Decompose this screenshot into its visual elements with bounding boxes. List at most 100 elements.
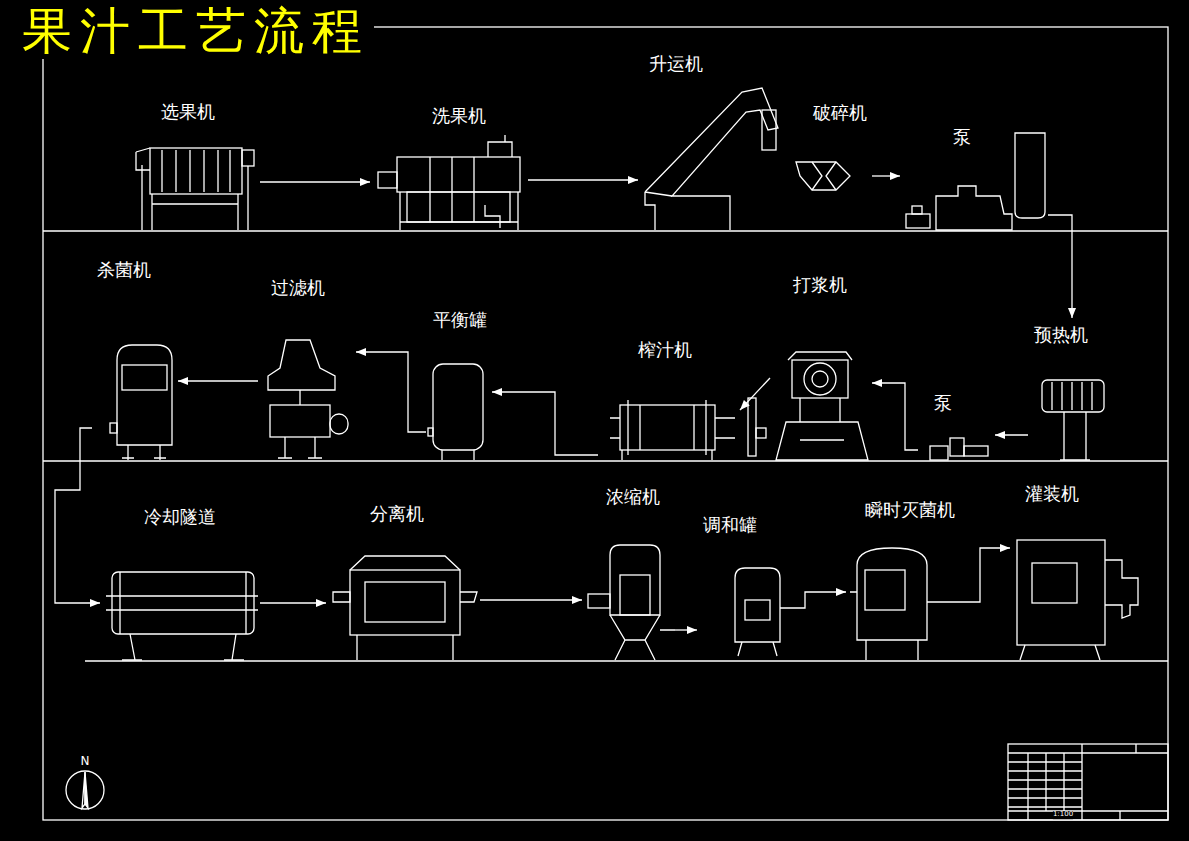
blending-tank-drawing-part <box>745 600 770 620</box>
filler-drawing-part <box>1105 560 1138 618</box>
equipment-node: 分离机 <box>326 500 480 662</box>
cooling-tunnel-drawing-part <box>112 572 254 634</box>
sheet-frame-part <box>43 27 1168 820</box>
equipment-label: 冷却隧道 <box>142 506 218 528</box>
equipment-label: 泵 <box>932 392 954 414</box>
filter-drawing-part <box>268 340 335 390</box>
diagram-title: 果汁工艺流程 <box>18 4 374 59</box>
pulper-drawing <box>776 352 868 460</box>
equipment-label: 升运机 <box>647 53 705 75</box>
equipment-label: 选果机 <box>159 101 217 123</box>
concentrator-drawing <box>588 545 675 660</box>
equipment-label: 杀菌机 <box>95 259 153 281</box>
equipment-node: 冷却隧道 <box>100 503 260 662</box>
flow-connector <box>995 434 1028 435</box>
compass-letter: N <box>81 755 90 768</box>
equipment-node: 选果机 <box>130 98 260 232</box>
equipment-node: 瞬时灭菌机 <box>846 496 960 662</box>
scale-text: 1:100 <box>1053 811 1073 819</box>
preheater-drawing-part <box>1052 382 1092 410</box>
equipment-label: 瞬时灭菌机 <box>863 499 957 521</box>
crusher-drawing-part <box>812 162 836 190</box>
flow-connector <box>260 602 326 603</box>
filter-drawing <box>268 340 348 458</box>
equipment-node: 榨汁机 <box>598 336 740 462</box>
pulper-drawing-part <box>776 422 868 460</box>
equipment-label: 过滤机 <box>269 277 327 299</box>
equipment-label: 浓缩机 <box>604 486 662 508</box>
sterilizer-drawing-part <box>122 445 166 460</box>
equipment-node: 平衡罐 <box>426 306 492 462</box>
sterilizer-drawing-part <box>110 423 117 433</box>
washing-machine-drawing-part <box>488 135 512 157</box>
equipment-node: 泵 <box>918 390 995 462</box>
title-block-part <box>1028 744 1136 820</box>
filler-drawing-part <box>1032 563 1077 603</box>
flow-connector <box>260 181 370 182</box>
preheater-drawing-part <box>1060 412 1090 460</box>
compass-symbol-part <box>82 772 85 808</box>
compass-symbol-part <box>66 771 104 809</box>
flow-connector <box>740 378 770 410</box>
sorting-machine-drawing <box>136 148 254 230</box>
pump-drawing-part <box>950 438 964 456</box>
flash-sterilizer-drawing-part <box>865 570 905 610</box>
elevator-drawing-part <box>762 110 776 150</box>
sterilizer-drawing-part <box>122 365 167 390</box>
sorting-machine-drawing-part <box>142 165 248 230</box>
equipment-label: 平衡罐 <box>431 309 489 331</box>
separator-drawing-part <box>365 582 445 622</box>
pulper-drawing-part <box>812 371 828 387</box>
equipment-label: 打浆机 <box>791 274 849 296</box>
concentrator-drawing-part <box>588 594 610 608</box>
balance-tank-drawing-part <box>442 450 474 460</box>
washing-machine-drawing-part <box>378 172 397 188</box>
pump-drawing-part <box>930 446 948 460</box>
preheater-drawing <box>1042 380 1104 460</box>
equipment-node: 升运机 <box>638 50 782 232</box>
preheater-drawing-part <box>1042 380 1104 412</box>
washing-machine-drawing-part <box>407 192 510 222</box>
crusher-drawing-part <box>796 162 850 190</box>
sterilizer-drawing <box>110 345 172 460</box>
filler-drawing-part <box>1017 540 1105 645</box>
elevator-drawing-part <box>645 88 778 230</box>
pump-drawing-part <box>912 206 922 214</box>
title-block <box>1008 744 1168 820</box>
separator-drawing-part <box>333 592 477 602</box>
sorting-machine-drawing-part <box>162 150 230 192</box>
equipment-label: 灌装机 <box>1023 483 1081 505</box>
sorting-machine-drawing-part <box>242 150 254 166</box>
flash-sterilizer-drawing <box>850 548 960 660</box>
balance-tank-drawing-part <box>433 364 483 450</box>
equipment-node: 打浆机 <box>770 271 872 462</box>
flow-connector <box>872 175 900 176</box>
separator-drawing-part <box>350 570 460 635</box>
equipment-node: 预热机 <box>1028 318 1108 462</box>
equipment-node: 泵 <box>900 122 1048 232</box>
blending-tank-drawing-part <box>735 568 780 642</box>
equipment-label: 破碎机 <box>811 102 869 124</box>
balance-tank-drawing <box>428 364 483 460</box>
title-block-part <box>1008 744 1168 820</box>
equipment-node: 过滤机 <box>258 274 356 462</box>
juicer-drawing-part <box>628 400 706 455</box>
concentrator-drawing-part <box>615 630 675 660</box>
pulper-drawing-part <box>792 360 848 398</box>
sheet-frame-part <box>43 231 1168 661</box>
juicer-drawing-part <box>756 428 766 438</box>
pump-drawing <box>930 438 988 460</box>
equipment-label: 调和罐 <box>701 514 759 536</box>
flow-connector <box>178 380 258 381</box>
elevator-drawing-part <box>645 192 672 230</box>
filler-drawing <box>1017 540 1138 660</box>
equipment-node: 破碎机 <box>792 100 872 195</box>
equipment-label: 榨汁机 <box>636 339 694 361</box>
balance-tank-drawing-part <box>428 428 433 436</box>
pump-drawing <box>906 133 1045 230</box>
filter-drawing-part <box>330 414 348 434</box>
